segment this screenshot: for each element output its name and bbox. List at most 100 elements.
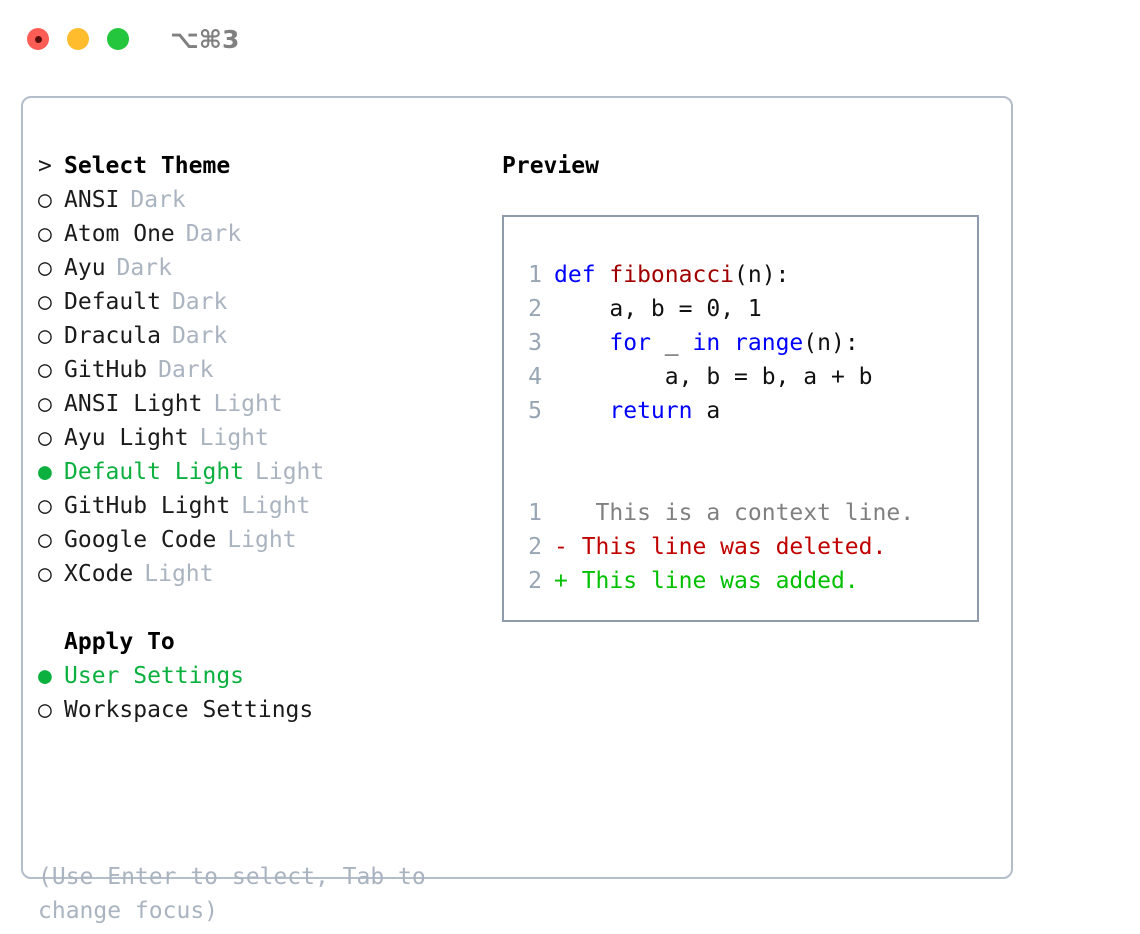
code-token: a	[692, 398, 721, 424]
radio-unselected-icon[interactable]: ○	[38, 527, 52, 553]
code-line: 5 return a	[516, 394, 977, 428]
code-token	[554, 394, 609, 428]
line-number: 2	[528, 568, 542, 594]
theme-variant-badge: Dark	[116, 255, 172, 281]
radio-unselected-icon[interactable]: ○	[38, 493, 52, 519]
radio-unselected-icon[interactable]: ○	[38, 221, 52, 247]
apply-to-item[interactable]: ○ Workspace Settings	[38, 693, 488, 727]
list-item[interactable]: ○ Dracula Dark	[38, 319, 488, 353]
theme-name: Ayu Light	[64, 425, 189, 451]
diff-line-deleted: 2 - This line was deleted.	[516, 530, 977, 564]
diff-line-added: 2 + This line was added.	[516, 564, 977, 598]
line-number: 1	[528, 500, 542, 526]
radio-selected-icon[interactable]: ●	[38, 459, 52, 485]
code-token: ,	[720, 296, 748, 322]
code-line: 1 def fibonacci(n):	[516, 258, 977, 292]
theme-list-title: Select Theme	[64, 153, 231, 179]
theme-variant-badge: Dark	[185, 221, 242, 247]
code-token: _	[650, 330, 693, 356]
list-item[interactable]: ○ ANSI Dark	[38, 183, 488, 217]
radio-unselected-icon[interactable]: ○	[38, 697, 52, 723]
radio-unselected-icon[interactable]: ○	[38, 425, 52, 451]
theme-name: Atom One	[64, 221, 175, 247]
radio-unselected-icon[interactable]: ○	[38, 187, 52, 213]
preview-title: Preview	[502, 153, 599, 179]
preview-pane: Preview 1 def fibonacci(n): 2 a, b = 0, …	[502, 149, 992, 622]
code-token: for	[609, 330, 651, 356]
code-line: 3 for _ in range(n):	[516, 326, 977, 360]
theme-selector: > Select Theme ○ ANSI Dark ○ Atom One Da…	[38, 149, 488, 727]
diff-line-context: 1 This is a context line.	[516, 496, 977, 530]
line-number: 2	[528, 534, 542, 560]
radio-selected-icon[interactable]: ●	[38, 663, 52, 689]
list-item[interactable]: ○ GitHub Dark	[38, 353, 488, 387]
theme-variant-badge: Light	[227, 527, 297, 553]
zoom-button[interactable]	[107, 28, 129, 50]
list-item[interactable]: ○ ANSI Light Light	[38, 387, 488, 421]
apply-to-header: Apply To	[38, 625, 488, 659]
theme-name: XCode	[64, 561, 134, 587]
diff-text: This is a context line.	[567, 500, 915, 526]
theme-name: GitHub Light	[64, 493, 231, 519]
radio-unselected-icon[interactable]: ○	[38, 323, 52, 349]
code-line: 2 a, b = 0, 1	[516, 292, 977, 326]
radio-unselected-icon[interactable]: ○	[38, 289, 52, 315]
theme-variant-badge: Light	[144, 561, 214, 587]
code-blank-line	[516, 462, 977, 496]
list-item[interactable]: ○ Default Dark	[38, 285, 488, 319]
prompt-caret-icon: >	[38, 153, 52, 179]
list-item[interactable]: ○ XCode Light	[38, 557, 488, 591]
code-token: (n):	[803, 330, 859, 356]
list-item[interactable]: ○ Ayu Light Light	[38, 421, 488, 455]
code-token: 1	[747, 296, 762, 322]
apply-to-title: Apply To	[64, 629, 175, 655]
code-token: range	[734, 330, 804, 356]
apply-to-option-label: User Settings	[64, 663, 245, 689]
main-panel: > Select Theme ○ ANSI Dark ○ Atom One Da…	[21, 96, 1013, 924]
line-number: 1	[528, 262, 542, 288]
code-blank-line	[516, 428, 977, 462]
title-bar: ⌥⌘3	[0, 0, 1140, 78]
theme-name: Dracula	[64, 323, 161, 349]
radio-unselected-icon[interactable]: ○	[38, 391, 52, 417]
list-item[interactable]: ○ Google Code Light	[38, 523, 488, 557]
apply-to-item-selected[interactable]: ● User Settings	[38, 659, 488, 693]
radio-unselected-icon[interactable]: ○	[38, 561, 52, 587]
theme-variant-badge: Dark	[171, 289, 228, 315]
list-item[interactable]: ○ GitHub Light Light	[38, 489, 488, 523]
minimize-button[interactable]	[67, 28, 89, 50]
diff-sign	[554, 496, 568, 530]
theme-variant-badge: Dark	[158, 357, 214, 383]
list-item-selected[interactable]: ● Default Light Light	[38, 455, 488, 489]
code-token: a, b = b, a + b	[554, 364, 873, 390]
line-number: 4	[528, 364, 542, 390]
code-token	[554, 326, 609, 360]
theme-variant-badge: Light	[213, 391, 283, 417]
list-item[interactable]: ○ Ayu Dark	[38, 251, 488, 285]
list-group-spacer	[38, 591, 488, 625]
code-token: 0	[706, 296, 721, 322]
close-button[interactable]	[27, 28, 49, 50]
line-number: 3	[528, 330, 542, 356]
theme-name: ANSI Light	[64, 391, 203, 417]
diff-text: This line was deleted.	[567, 534, 887, 560]
theme-variant-badge: Light	[199, 425, 269, 451]
code-token: in	[692, 330, 721, 356]
theme-variant-badge: Dark	[130, 187, 186, 213]
line-number: 2	[528, 296, 542, 322]
radio-unselected-icon[interactable]: ○	[38, 357, 52, 383]
code-line: 4 a, b = b, a + b	[516, 360, 977, 394]
apply-to-header-marker	[38, 625, 64, 659]
theme-name: ANSI	[64, 187, 120, 213]
theme-variant-badge: Light	[241, 493, 311, 519]
code-token: fibonacci	[609, 262, 735, 288]
radio-unselected-icon[interactable]: ○	[38, 255, 52, 281]
code-token: a, b =	[554, 296, 707, 322]
theme-variant-badge: Light	[255, 459, 325, 485]
apply-to-option-label: Workspace Settings	[64, 697, 314, 723]
theme-name: GitHub	[64, 357, 148, 383]
list-item[interactable]: ○ Atom One Dark	[38, 217, 488, 251]
preview-box: 1 def fibonacci(n): 2 a, b = 0, 1 3 for …	[502, 215, 979, 622]
theme-name: Google Code	[64, 527, 217, 553]
